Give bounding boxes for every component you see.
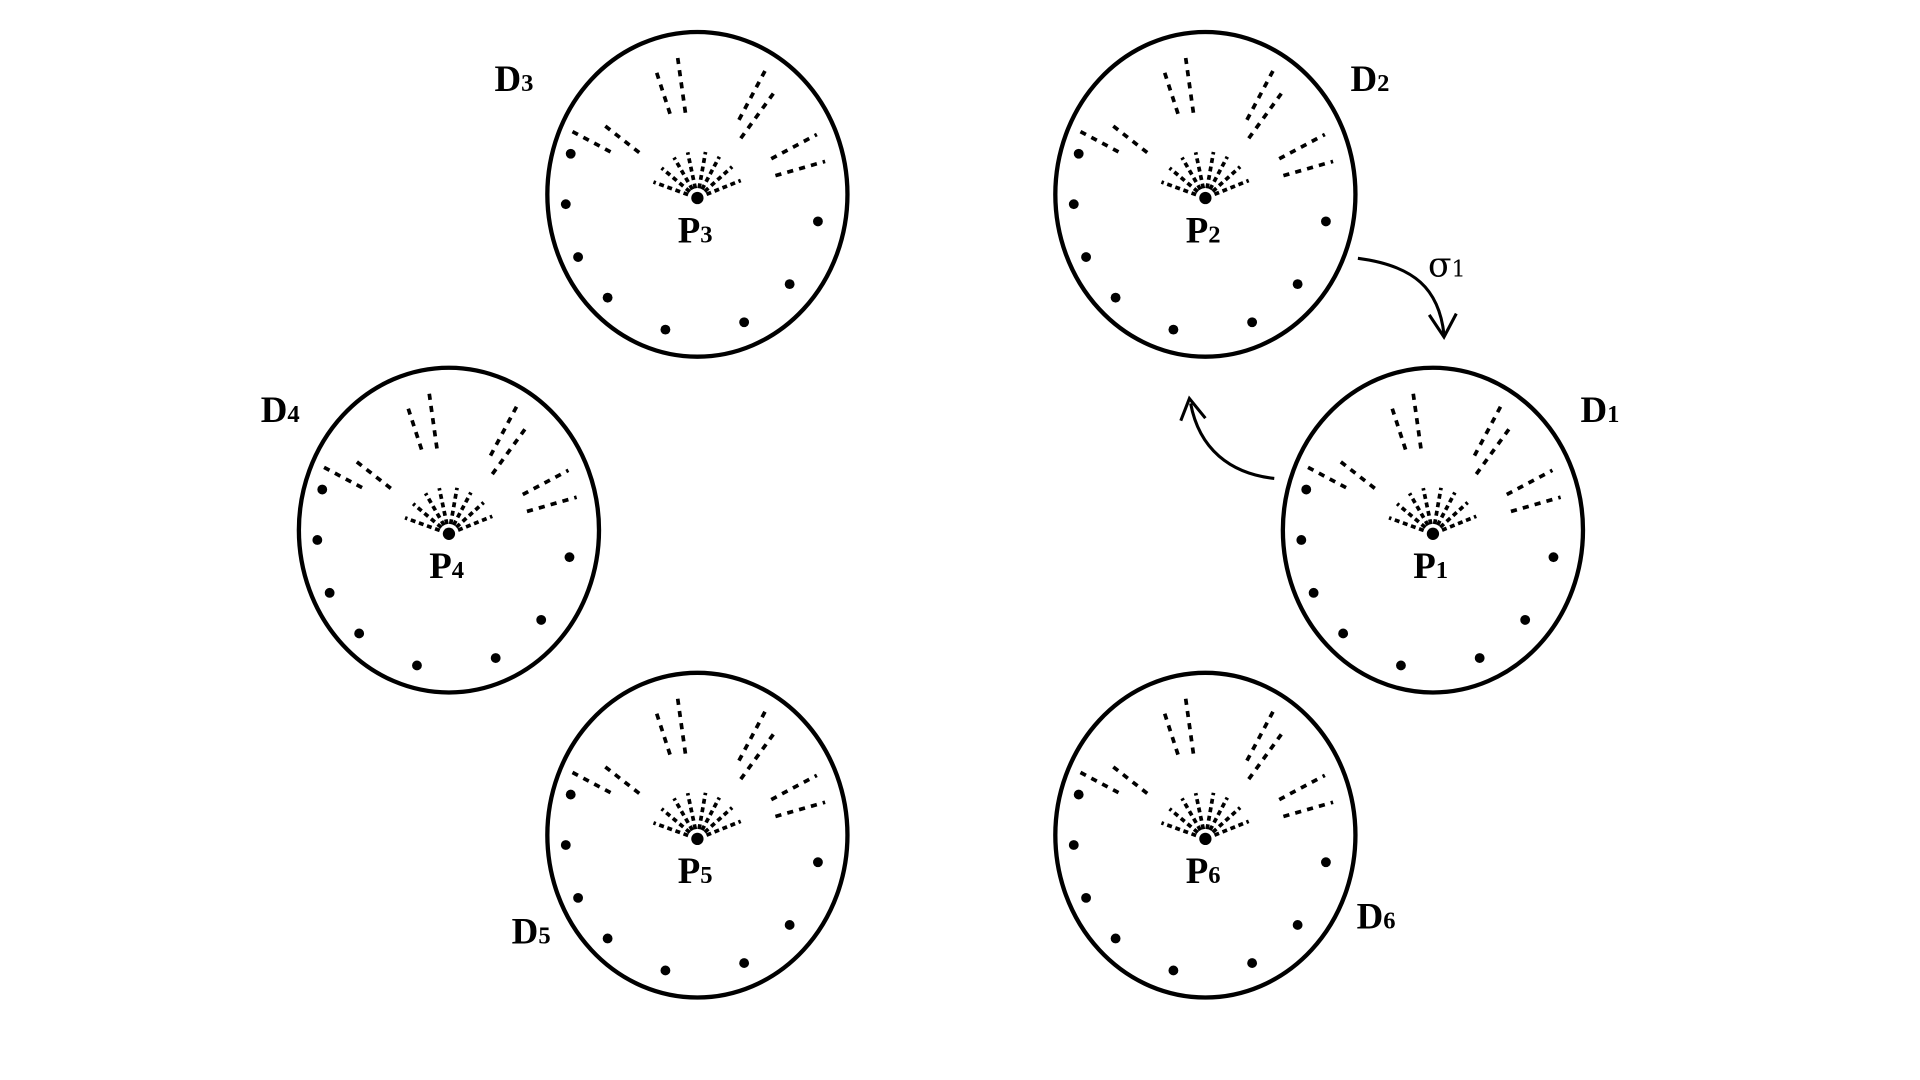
boundary-dot <box>1081 892 1091 903</box>
disk-label: D3 <box>494 58 533 99</box>
point-label: P5 <box>678 850 713 891</box>
boundary-dot <box>573 252 584 262</box>
arrowhead-icon <box>1179 395 1207 422</box>
boundary-dot <box>1320 216 1331 227</box>
boundary-dot <box>1308 587 1319 598</box>
disk-boundary <box>1280 365 1586 695</box>
disk-boundary <box>1053 670 1358 1000</box>
disk-label: D1 <box>1581 389 1620 430</box>
boundary-dot <box>1110 292 1121 303</box>
center-point <box>442 527 456 540</box>
boundary-dot <box>660 324 671 335</box>
arrowhead-icon <box>1427 312 1458 341</box>
disk-d1: P1 D1 <box>1280 365 1620 695</box>
boundary-dot <box>1110 933 1121 944</box>
boundary-dot <box>813 857 823 868</box>
boundary-dot <box>1073 148 1084 159</box>
boundary-dot <box>1292 279 1303 290</box>
boundary-dot <box>1520 614 1531 625</box>
fan-rays <box>1079 692 1334 838</box>
fan-rays <box>571 692 826 838</box>
boundary-dot <box>1296 535 1307 545</box>
boundary-dot <box>1396 660 1406 671</box>
boundary-dot <box>573 892 584 903</box>
point-label: P3 <box>678 209 713 250</box>
boundary-dot <box>312 535 323 545</box>
boundary-dot <box>1548 552 1559 563</box>
boundary-dot <box>317 484 328 495</box>
point-label: P1 <box>1413 545 1448 586</box>
fan-rays <box>1079 51 1334 197</box>
boundary-dot <box>660 965 671 976</box>
boundary-dot <box>739 317 750 328</box>
disk-label: D2 <box>1351 58 1390 99</box>
fan-rays <box>1307 387 1562 533</box>
boundary-dot <box>1247 958 1258 968</box>
boundary-dot <box>1320 857 1331 868</box>
boundary-dot <box>1247 317 1258 328</box>
fan-rays <box>571 51 826 197</box>
center-point <box>1199 832 1212 845</box>
boundary-dot <box>354 628 365 639</box>
center-point <box>1199 191 1212 205</box>
boundary-dot <box>1073 789 1084 800</box>
arrow-d1-to-d2 <box>1189 403 1275 480</box>
disk-d3: P3 D3 <box>494 29 850 359</box>
center-point <box>691 832 704 845</box>
boundary-dot <box>813 216 823 227</box>
disk-label: D6 <box>1357 896 1396 937</box>
boundary-dot <box>602 933 613 944</box>
boundary-dot <box>412 660 422 671</box>
boundary-dot <box>564 552 575 563</box>
boundary-dot <box>324 587 335 598</box>
arrow-layer: σ1 <box>1179 246 1466 480</box>
arrow-d2-to-d1 <box>1357 256 1446 335</box>
center-point <box>691 191 704 205</box>
boundary-dot <box>1168 965 1179 976</box>
boundary-dot <box>1168 324 1179 335</box>
fan-rays <box>323 387 578 533</box>
disk-boundary <box>296 365 602 695</box>
boundary-dot <box>560 840 571 850</box>
sigma-arrows: σ1 <box>1179 246 1466 480</box>
disk-boundary <box>1053 29 1358 359</box>
boundary-dot <box>565 789 576 800</box>
boundary-dot <box>784 279 795 290</box>
boundary-dot <box>602 292 613 303</box>
boundary-dot <box>1338 628 1349 639</box>
boundary-dot <box>1292 920 1303 930</box>
boundary-dot <box>565 148 576 159</box>
boundary-dot <box>1068 840 1079 850</box>
point-label: P4 <box>429 545 464 586</box>
boundary-dot <box>1068 199 1079 210</box>
boundary-dot <box>536 614 547 625</box>
disk-label: D5 <box>512 910 551 951</box>
point-label: P2 <box>1186 209 1221 250</box>
center-point <box>1426 527 1440 540</box>
boundary-dot <box>560 199 571 210</box>
disk-boundary <box>545 670 850 1000</box>
point-label: P6 <box>1186 850 1221 891</box>
disk-d2: P2 D2 <box>1053 29 1390 359</box>
disk-label: D4 <box>261 389 300 430</box>
boundary-dot <box>784 920 795 930</box>
boundary-dot <box>1474 653 1485 663</box>
disk-boundary <box>545 29 850 359</box>
disk-d4: P4 D4 <box>261 365 602 695</box>
boundary-dot <box>1081 252 1091 262</box>
sigma-label: σ1 <box>1428 246 1466 286</box>
boundary-dot <box>739 958 750 968</box>
boundary-dot <box>1301 484 1312 495</box>
boundary-dot <box>490 653 501 663</box>
